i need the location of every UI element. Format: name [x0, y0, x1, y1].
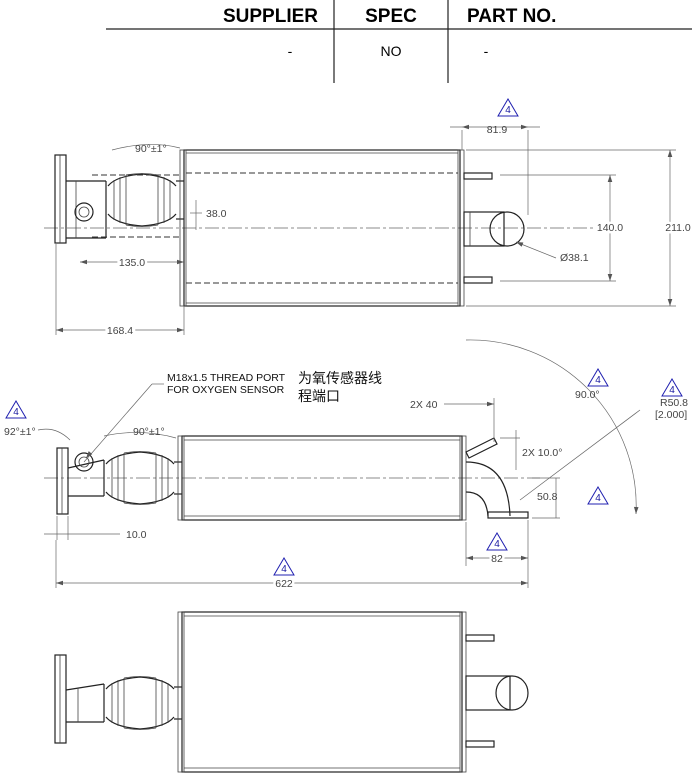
title-block: SUPPLIER SPEC PART NO. - NO -: [106, 0, 692, 83]
revision-marker-length: 4: [281, 564, 287, 575]
dim-overall-height: 211.0: [665, 222, 691, 234]
note-oxygen-sensor: FOR OXYGEN SENSOR: [167, 384, 285, 396]
dim-inlet-overall: 168.4: [107, 325, 133, 337]
dim-bend-radius-inch: [2.000]: [655, 409, 687, 421]
revision-marker-outlet: 4: [494, 539, 500, 550]
dim-outlet-diameter: Ø38.1: [560, 252, 589, 264]
revision-marker-top: 4: [505, 105, 511, 116]
dim-overall-length: 622: [275, 578, 293, 590]
dim-flange-thickness: 10.0: [126, 529, 147, 541]
header-part-no: PART NO.: [467, 6, 556, 27]
note-thread-port: M18x1.5 THREAD PORT: [167, 372, 286, 384]
dim-port-angle: 90°±1°: [133, 426, 165, 438]
dim-bend-radius: R50.8: [660, 397, 688, 409]
dim-inlet-diameter: 38.0: [206, 208, 227, 220]
value-supplier: -: [288, 43, 293, 59]
value-spec: NO: [381, 43, 402, 59]
dim-bend-angle: 90.0°: [575, 389, 600, 401]
top-view: 81.9 140.0 211.0 38.0 Ø38.1 90°±1° 135.0: [44, 98, 693, 340]
header-supplier: SUPPLIER: [223, 6, 318, 27]
dim-port-angle-top: 90°±1°: [135, 143, 167, 155]
dim-studs-spacing: 140.0: [597, 222, 623, 234]
dim-outlet-length: 82: [491, 553, 503, 565]
dim-flange-angle: 92°±1°: [4, 426, 36, 438]
revision-marker-flange: 4: [13, 407, 19, 418]
dim-outlet-drop: 50.8: [537, 491, 558, 503]
header-spec: SPEC: [365, 6, 417, 27]
dim-outlet-offset: 81.9: [487, 124, 508, 136]
dim-studs-pitch: 2X 40: [410, 399, 438, 411]
front-view: M18x1.5 THREAD PORT FOR OXYGEN SENSOR 为氧…: [4, 339, 688, 593]
dim-studs-angle: 2X 10.0°: [522, 447, 562, 459]
bottom-view: [54, 611, 529, 773]
dim-inlet-length: 135.0: [119, 257, 145, 269]
note-chinese-line1: 为氧传感器线: [298, 370, 382, 387]
value-part-no: -: [484, 43, 489, 59]
revision-marker-radius: 4: [669, 385, 675, 396]
note-chinese-line2: 程端口: [298, 389, 340, 405]
revision-marker-drop: 4: [595, 493, 601, 504]
revision-marker-bend: 4: [595, 375, 601, 386]
